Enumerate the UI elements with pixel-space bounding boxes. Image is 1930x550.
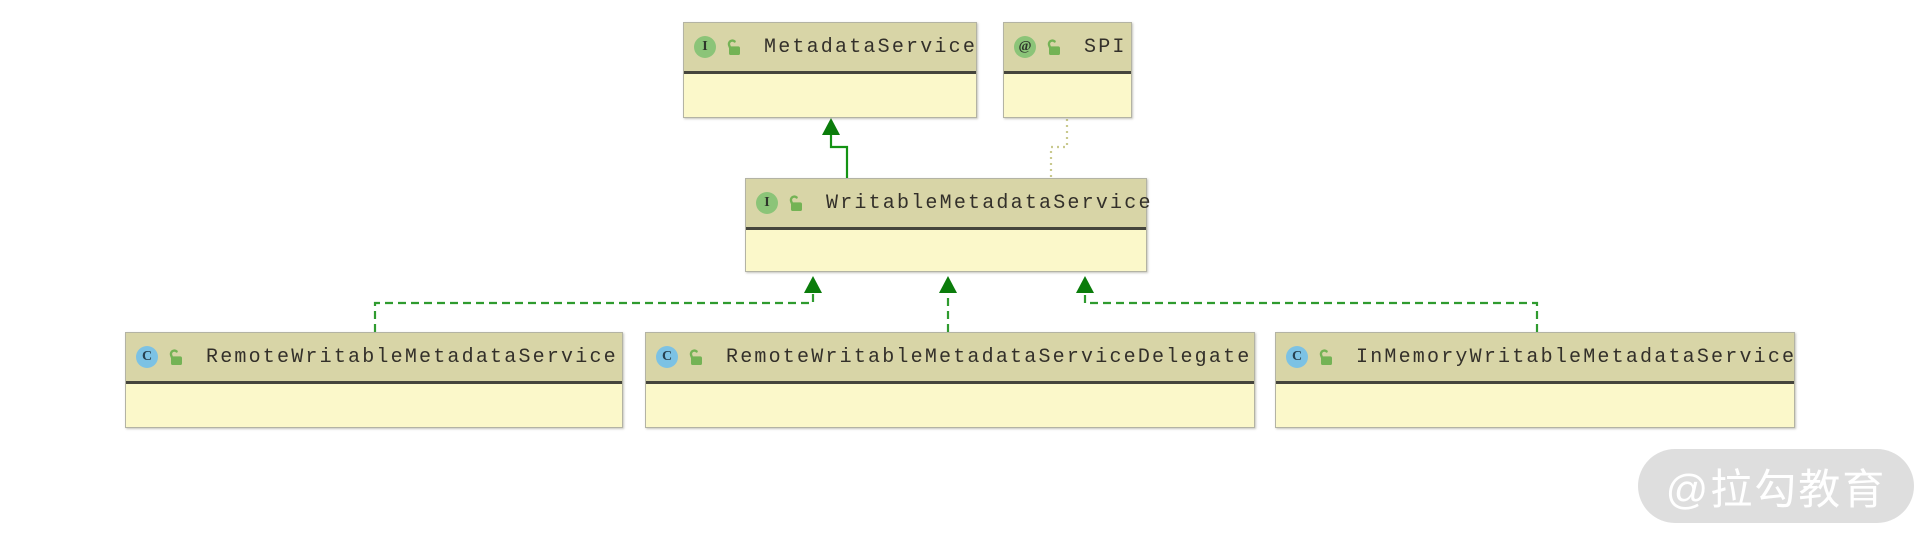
unlocked-padlock-icon: [685, 347, 705, 367]
class-name: WritableMetadataService: [826, 191, 1153, 215]
header-separator: [746, 227, 1146, 230]
node-header: @ SPI: [1004, 23, 1131, 71]
interface-badge-icon: I: [694, 36, 716, 58]
node-header: C RemoteWritableMetadataServiceDelegate: [646, 333, 1254, 381]
class-node-remotewritablemetadataservice[interactable]: C RemoteWritableMetadataService: [125, 332, 623, 428]
watermark-badge: @拉勾教育: [1638, 449, 1914, 523]
class-name: RemoteWritableMetadataServiceDelegate: [726, 345, 1252, 369]
edge-delegate-implements-writable: [939, 276, 957, 332]
edge-remote-implements-writable: [373, 276, 822, 332]
class-node-writablemetadataservice[interactable]: I WritableMetadataService: [745, 178, 1150, 272]
unlocked-padlock-icon: [723, 37, 743, 57]
node-body: [126, 384, 622, 427]
implements-arrowhead-icon: [804, 276, 822, 293]
class-name: InMemoryWritableMetadataService: [1356, 345, 1797, 369]
edge-inmemory-implements-writable: [1076, 276, 1539, 332]
class-name: MetadataService: [764, 35, 978, 59]
node-body: [1276, 384, 1794, 427]
class-node-remotewritablemetadataservicedelegate[interactable]: C RemoteWritableMetadataServiceDelegate: [645, 332, 1255, 428]
class-badge-icon: C: [136, 346, 158, 368]
node-body: [646, 384, 1254, 427]
node-body: [1004, 74, 1131, 117]
extends-arrowhead-icon: [822, 118, 840, 135]
node-body: [746, 230, 1146, 271]
header-separator: [646, 381, 1254, 384]
node-body: [684, 74, 976, 117]
header-separator: [1004, 71, 1131, 74]
node-header: C InMemoryWritableMetadataService: [1276, 333, 1794, 381]
class-name: SPI: [1084, 35, 1127, 59]
node-header: C RemoteWritableMetadataService: [126, 333, 622, 381]
edge-writable-extends-metadataservice: [822, 118, 849, 178]
unlocked-padlock-icon: [1043, 37, 1063, 57]
implements-arrowhead-icon: [939, 276, 957, 293]
watermark-text: @拉勾教育: [1665, 465, 1887, 513]
interface-badge-icon: I: [756, 192, 778, 214]
edge-writable-annotation-spi: [1049, 119, 1069, 177]
header-separator: [684, 71, 976, 74]
class-node-spi[interactable]: @ SPI: [1003, 22, 1132, 118]
unlocked-padlock-icon: [785, 193, 805, 213]
class-name: RemoteWritableMetadataService: [206, 345, 618, 369]
class-node-metadataservice[interactable]: I MetadataService: [683, 22, 977, 118]
annotation-badge-icon: @: [1014, 36, 1036, 58]
implements-arrowhead-icon: [1076, 276, 1094, 293]
node-header: I MetadataService: [684, 23, 976, 71]
class-badge-icon: C: [1286, 346, 1308, 368]
header-separator: [126, 381, 622, 384]
class-badge-icon: C: [656, 346, 678, 368]
class-node-inmemorywritablemetadataservice[interactable]: C InMemoryWritableMetadataService: [1275, 332, 1795, 428]
node-header: I WritableMetadataService: [746, 179, 1150, 227]
unlocked-padlock-icon: [1315, 347, 1335, 367]
unlocked-padlock-icon: [165, 347, 185, 367]
header-separator: [1276, 381, 1794, 384]
